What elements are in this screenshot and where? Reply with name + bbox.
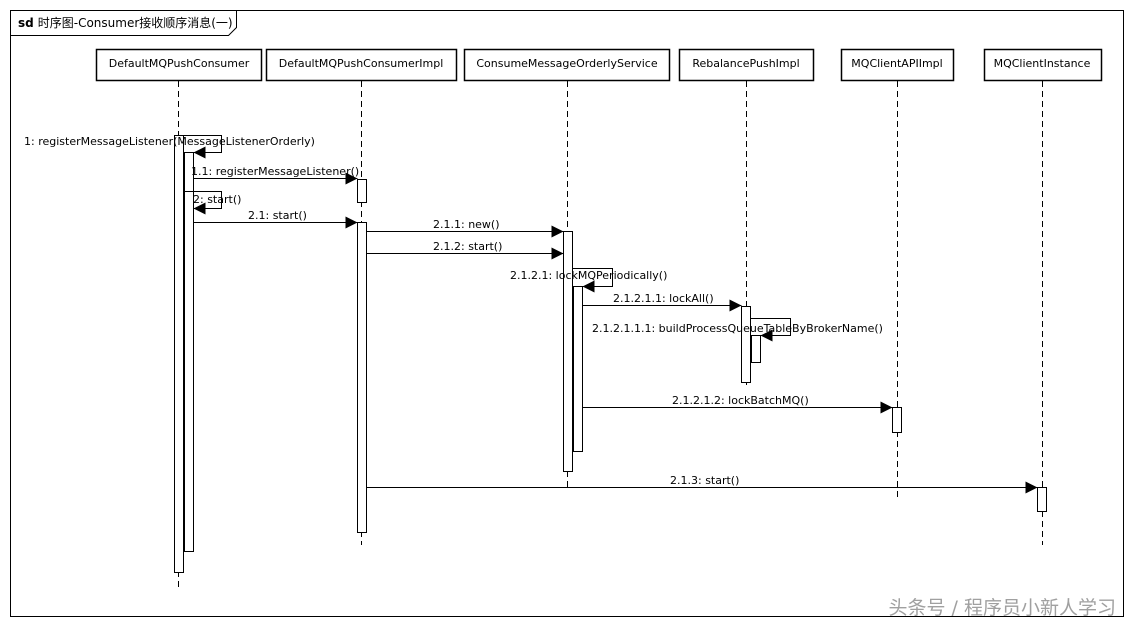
lifeline-rpi[interactable]: RebalancePushImpl <box>678 48 815 82</box>
message-arrow-m2_1_2_1_1_1 <box>750 318 791 342</box>
watermark: 头条号 / 程序员小新人学习 <box>889 597 1116 619</box>
activation-bars <box>174 135 1047 573</box>
message-labels: 1: registerMessageListener(MessageListen… <box>24 135 883 487</box>
message-arrow-m2_1_2_1 <box>572 268 613 293</box>
lifeline-label: MQClientAPIImpl <box>851 57 942 70</box>
message-arrow-m1 <box>183 135 222 159</box>
activation-dmpci-register <box>357 179 367 203</box>
lifeline-label: MQClientInstance <box>994 57 1091 70</box>
lifeline-label: DefaultMQPushConsumer <box>109 57 250 70</box>
message-label-m2_1_1: 2.1.1: new() <box>433 218 500 231</box>
frame-keyword: sd <box>18 16 34 30</box>
message-label-m2_1_2_1: 2.1.2.1: lockMQPeriodically() <box>510 269 667 282</box>
lifeline-cmos[interactable]: ConsumeMessageOrderlyService <box>463 48 671 82</box>
activation-rpi-build <box>751 335 761 363</box>
frame-title: sd 时序图-Consumer接收顺序消息(一) <box>18 15 233 30</box>
lifeline-label: RebalancePushImpl <box>692 57 799 70</box>
message-label-m2_1_2_1_2: 2.1.2.1.2: lockBatchMQ() <box>672 394 809 407</box>
message-arrow-m2 <box>183 191 222 215</box>
frame-title-tab <box>10 10 237 36</box>
message-label-m2: 2: start() <box>193 193 241 206</box>
activation-dmpc-main <box>174 135 184 573</box>
activation-mcai-lockbatch <box>892 407 902 433</box>
lifeline-dmpci[interactable]: DefaultMQPushConsumerImpl <box>265 48 458 82</box>
activation-dmpci-start <box>357 222 367 533</box>
message-label-m2_1_2_1_1_1: 2.1.2.1.1.1: buildProcessQueueTableByBro… <box>592 322 883 335</box>
message-label-m1: 1: registerMessageListener(MessageListen… <box>24 135 315 148</box>
message-label-m2_1_3: 2.1.3: start() <box>670 474 739 487</box>
activation-cmos-lock <box>573 286 583 452</box>
message-label-m2_1_2_1_1: 2.1.2.1.1: lockAll() <box>613 292 714 305</box>
activation-cmos-main <box>563 231 573 472</box>
lifeline-mci[interactable]: MQClientInstance <box>983 48 1103 82</box>
lifeline-mcai[interactable]: MQClientAPIImpl <box>840 48 955 82</box>
message-label-m1_1: 1.1: registerMessageListener() <box>191 165 359 178</box>
activation-rpi-lockall <box>741 306 751 383</box>
message-label-m2_1: 2.1: start() <box>248 209 307 222</box>
message-label-m2_1_2: 2.1.2: start() <box>433 240 502 253</box>
lifeline-label: DefaultMQPushConsumerImpl <box>279 57 444 70</box>
frame-title-text: 时序图-Consumer接收顺序消息(一) <box>38 15 233 30</box>
activation-mci-start <box>1037 487 1047 512</box>
activation-dmpc-nested <box>184 152 194 552</box>
lifeline-label: ConsumeMessageOrderlyService <box>476 57 657 70</box>
lifeline-dmpc[interactable]: DefaultMQPushConsumer <box>95 48 263 82</box>
